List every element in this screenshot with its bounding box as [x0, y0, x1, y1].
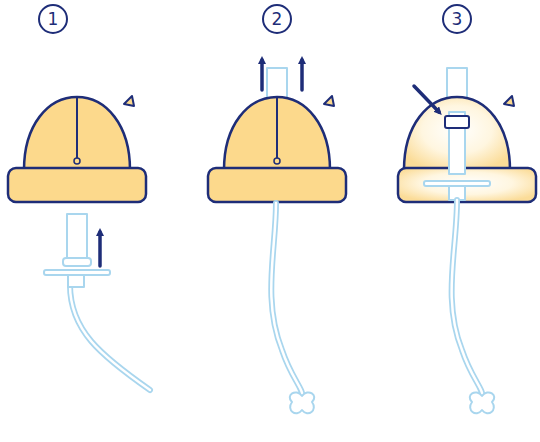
step-number-circle: 1	[38, 4, 68, 34]
step-number: 2	[272, 11, 283, 28]
step-number-circle: 3	[442, 4, 472, 34]
step-number: 1	[48, 11, 59, 28]
step-number-circle: 2	[262, 4, 292, 34]
step-number: 3	[452, 11, 463, 28]
